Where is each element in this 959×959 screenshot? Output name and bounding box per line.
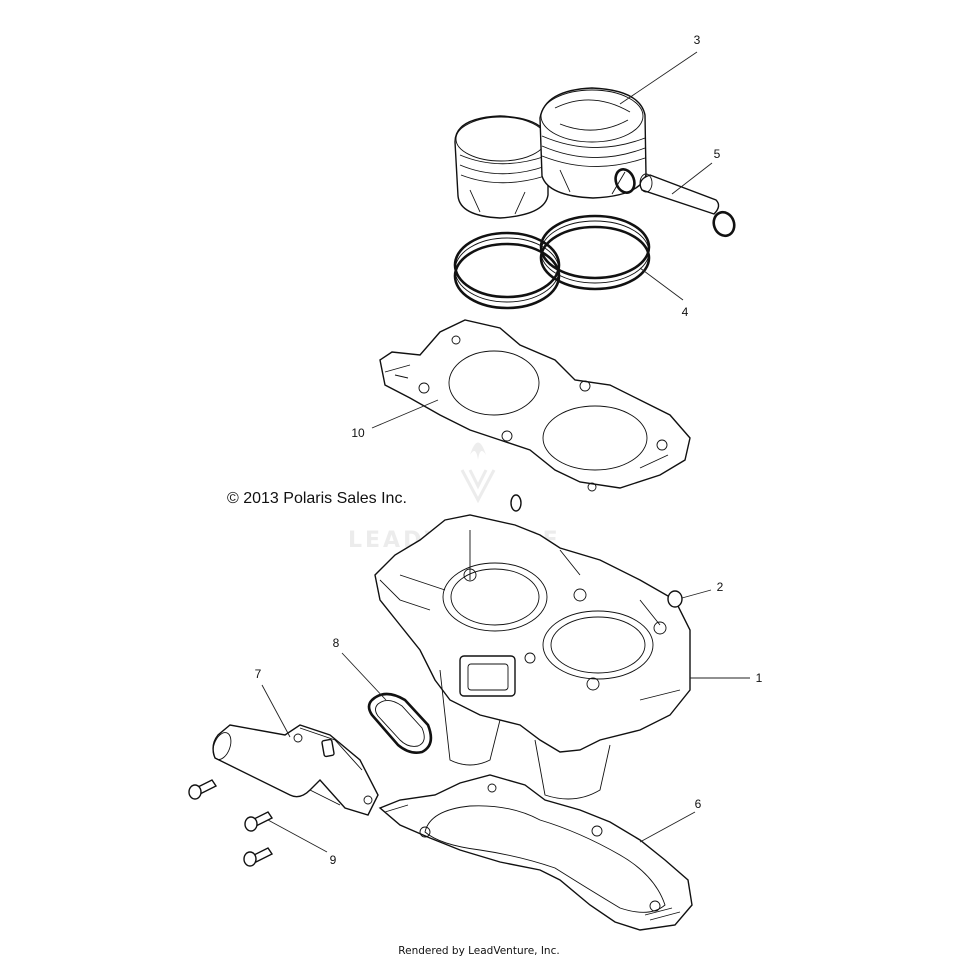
callout-9: 9 bbox=[330, 853, 337, 867]
dowel-pin-2 bbox=[667, 590, 683, 608]
bolt-1 bbox=[188, 779, 218, 800]
dowel-pin-top bbox=[510, 494, 522, 512]
head-gasket bbox=[379, 319, 691, 492]
piston-rings bbox=[453, 214, 651, 310]
callout-5: 5 bbox=[714, 147, 721, 161]
callout-6: 6 bbox=[695, 797, 702, 811]
callout-4: 4 bbox=[682, 305, 689, 319]
callout-2: 2 bbox=[717, 580, 724, 594]
callout-7: 7 bbox=[255, 667, 262, 681]
copyright-notice: © 2013 Polaris Sales Inc. bbox=[227, 490, 407, 507]
leader-lines bbox=[261, 51, 750, 853]
footer-credit: Rendered by LeadVenture, Inc. bbox=[398, 945, 559, 957]
bolt-2 bbox=[244, 811, 274, 832]
callout-10: 10 bbox=[351, 426, 365, 440]
base-gasket bbox=[378, 774, 693, 931]
wrist-pin-assembly bbox=[614, 168, 736, 238]
bolts bbox=[188, 779, 274, 867]
cylinder-block bbox=[374, 514, 691, 800]
piston-assembly bbox=[454, 87, 647, 219]
bolt-3 bbox=[243, 847, 274, 867]
water-outlet-housing bbox=[212, 724, 379, 816]
thermostat-seal bbox=[367, 692, 433, 754]
callout-1: 1 bbox=[756, 671, 763, 685]
callout-3: 3 bbox=[694, 33, 701, 47]
callout-8: 8 bbox=[333, 636, 340, 650]
